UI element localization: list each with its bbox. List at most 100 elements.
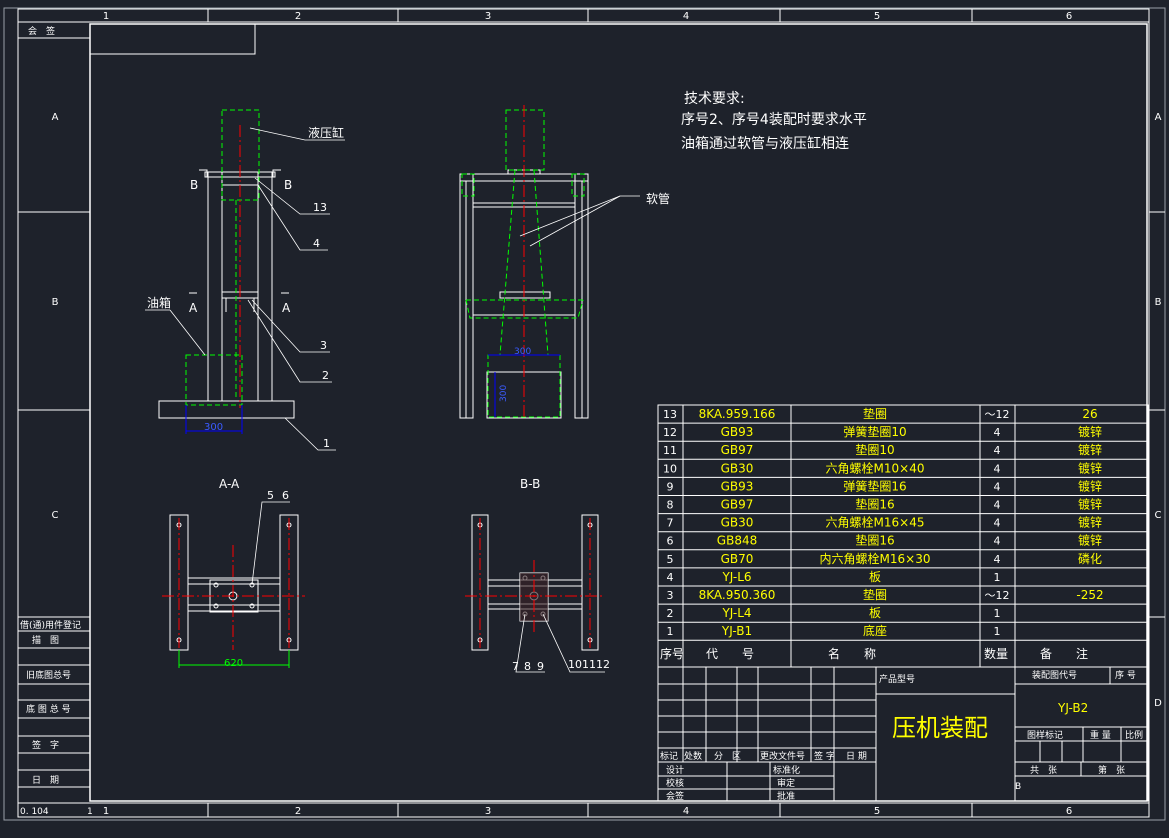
bom-cell-qty: 4 [994,517,1001,530]
bom-cell-name: 垫圈16 [855,533,894,548]
row-label: A [1155,112,1162,123]
column-labels: 1 2 3 4 5 6 1 2 3 4 5 6 [103,11,1072,817]
dimension-text: 300 [499,385,509,402]
bom-cell-note: 镀锌 [1078,443,1102,457]
bom-cell-name: 垫圈16 [855,497,894,512]
section-mark-a: A [189,301,198,315]
bom-cell-qty: 4 [994,426,1001,439]
revision-label: 标记 [660,750,678,762]
bom-header-name: 名 称 [828,646,876,661]
tech-line: 油箱通过软管与液压缸相连 [681,135,849,152]
leader-label: 12 [596,658,610,671]
total-sheets-label: 共 张 [1030,765,1057,776]
bom-cell-note: 镀锌 [1078,498,1102,512]
weight-label: 重 量 [1090,729,1111,741]
standardize-label: 标准化 [773,764,800,776]
leader-label: 5 [267,489,274,502]
bom-cell-qty: 4 [994,535,1001,548]
section-view-aa: A-A 620 5 6 [162,477,305,669]
sample-mark-label: 图样标记 [1027,729,1063,741]
bom-cell-note: 镀锌 [1078,516,1102,530]
small-mark: B [1015,782,1021,792]
left-strip: 会 签 借(通)用件登记 描 图 旧底图总号 底 图 总 号 签 字 日 期 [20,25,81,786]
strip-label: 描 图 [32,634,59,646]
bom-cell-code: GB30 [721,461,754,475]
column-label: 1 [103,11,109,22]
view-title: A-A [219,477,240,491]
leader-label: 7 [512,660,519,673]
bom-cell-name: 弹簧垫圈10 [843,424,906,439]
bom-cell-qty: ～12 [985,589,1010,602]
bom-cell-name: 垫圈 [863,406,887,421]
revision-label: 分 区 [714,751,741,762]
bom-header-note: 备 注 [1040,646,1088,661]
leader-label: 13 [313,201,327,214]
label-hose: 软管 [646,191,670,206]
bom-cell-note: 镀锌 [1078,425,1102,439]
leader-label: 3 [320,339,327,352]
column-label: 6 [1066,11,1072,22]
bom-cell-code: GB30 [721,516,754,530]
leader-label: 6 [282,489,289,502]
strip-label: 签 字 [32,739,59,751]
row-label: D [1154,698,1162,709]
label-hydraulic-cylinder: 液压缸 [308,125,344,140]
scale-label: 比例 [1125,729,1143,741]
bom-cell-name: 垫圈10 [855,442,894,457]
column-label: 5 [874,806,880,817]
row-label: A [52,112,59,123]
design-label: 设计 [666,764,684,776]
bom-cell-note: 镀锌 [1078,461,1102,475]
corner-text: 0. 104 [20,807,49,817]
dimension-text: 300 [514,347,531,357]
row-labels: A B C A B C D [52,112,1163,709]
dimension-text: 300 [204,422,223,433]
row-label: C [1155,510,1162,521]
bom-cell-code: GB97 [721,498,754,512]
tech-title: 技术要求: [684,91,745,107]
bom-cell-name: 板 [869,570,881,584]
column-label: 2 [295,806,301,817]
column-label: 6 [1066,806,1072,817]
seq-label: 序 号 [1115,669,1136,681]
leader-label: 4 [313,237,320,250]
bom-cell-qty: 1 [994,607,1001,620]
bom-cell-note: -252 [1076,588,1103,602]
dimension-text: 620 [224,658,243,669]
bom-cell-note: 镀锌 [1078,479,1102,493]
column-label: 1 [103,806,109,817]
strip-label: 日 期 [32,775,59,786]
column-label: 3 [485,11,491,22]
bom-cell-note: 镀锌 [1078,534,1102,548]
front-view: B B A A 300 液压缸 油箱 13 4 3 2 1 [145,109,345,451]
bom-cell-note: 26 [1082,407,1097,421]
bom-cell-qty: 4 [994,499,1001,512]
leader-label: 8 [524,660,531,673]
section-view-bb: B-B 7 8 9 10 11 12 [465,477,610,673]
product-model-label: 产品型号 [879,673,915,685]
bom-cell-seq: 7 [667,517,674,530]
bom-cell-qty: 4 [994,480,1001,493]
drawing-title: 压机装配 [892,714,988,742]
bom-cell-code: GB97 [721,443,754,457]
technical-requirements: 技术要求: 序号2、序号4装配时要求水平 油箱通过软管与液压缸相连 [681,91,867,152]
column-label: 2 [295,11,301,22]
section-mark-a: A [282,301,291,315]
bom-header-seq: 序号 [660,646,684,661]
bom-cell-qty: 4 [994,462,1001,475]
column-label: 4 [683,11,689,22]
bom-cell-code: YJ-L4 [721,606,751,620]
bom-cell-code: YJ-B1 [721,624,752,638]
bom-cell-qty: 1 [994,625,1001,638]
leader-label: 10 [568,658,582,671]
corner-number: 1 [87,807,93,817]
bom-cell-code: GB70 [721,552,754,566]
revision-label: 签 字 [814,750,835,762]
bom-cell-name: 板 [869,606,881,620]
row-label: C [52,510,59,521]
review-label: 审定 [777,777,795,789]
bom-cell-name: 六角螺栓M16×45 [826,515,925,530]
strip-label: 旧底图总号 [26,669,71,681]
